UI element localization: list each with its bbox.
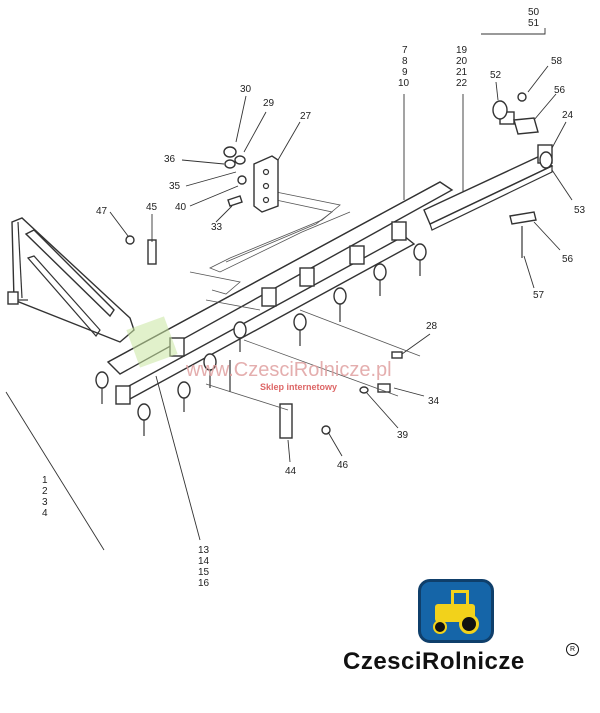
callout-36: 36 [164,154,176,165]
callout-53: 53 [574,205,586,216]
callout-22: 22 [456,78,468,89]
callout-29: 29 [263,98,275,109]
valve-block-27 [223,146,279,213]
drawbar-frame [7,217,135,343]
callout-44: 44 [285,466,297,477]
callout-45: 45 [146,202,158,213]
callout-labels: 1 2 3 4 7 8 9 10 13 14 15 16 19 20 21 22… [42,7,586,589]
watermark: www.CzesciRolnicze.pl Sklep internetowy [126,316,392,392]
callout-9: 9 [402,67,408,78]
callout-8: 8 [402,56,408,67]
callout-15: 15 [198,567,210,578]
callout-30: 30 [240,84,252,95]
callout-35: 35 [169,181,181,192]
callout-1: 1 [42,475,48,486]
callout-24: 24 [562,110,574,121]
callout-47: 47 [96,206,108,217]
callout-51: 51 [528,18,540,29]
brand-name: CzesciRolnicze [343,648,525,675]
callout-16: 16 [198,578,210,589]
callout-34: 34 [428,396,440,407]
callout-50: 50 [528,7,540,18]
callout-10: 10 [398,78,410,89]
callout-20: 20 [456,56,468,67]
shank-brackets [95,221,427,436]
main-beam [106,181,454,401]
callout-2: 2 [42,486,48,497]
tractor-logo-icon [418,579,494,643]
callout-56-bottom: 56 [562,254,574,265]
callout-21: 21 [456,67,468,78]
callout-28: 28 [426,321,438,332]
small-hardware [125,92,539,439]
callout-14: 14 [198,556,210,567]
registered-mark: R [566,643,579,656]
callout-7: 7 [402,45,408,56]
watermark-subtext: Sklep internetowy [260,382,337,392]
callout-39: 39 [397,430,409,441]
callout-46: 46 [337,460,349,471]
callout-27: 27 [300,111,312,122]
leader-1-4 [5,391,105,551]
leader-lines [109,28,573,541]
callout-19: 19 [456,45,468,56]
extension-beam [423,144,554,231]
callout-40: 40 [175,202,187,213]
callout-58: 58 [551,56,563,67]
hydraulic-lines [189,191,351,311]
callout-52: 52 [490,70,502,81]
callout-33: 33 [211,222,223,233]
callout-3: 3 [42,497,48,508]
watermark-text: www.CzesciRolnicze.pl [185,359,392,381]
callout-56-top: 56 [554,85,566,96]
callout-4: 4 [42,508,48,519]
callout-13: 13 [198,545,210,556]
callout-57: 57 [533,290,545,301]
